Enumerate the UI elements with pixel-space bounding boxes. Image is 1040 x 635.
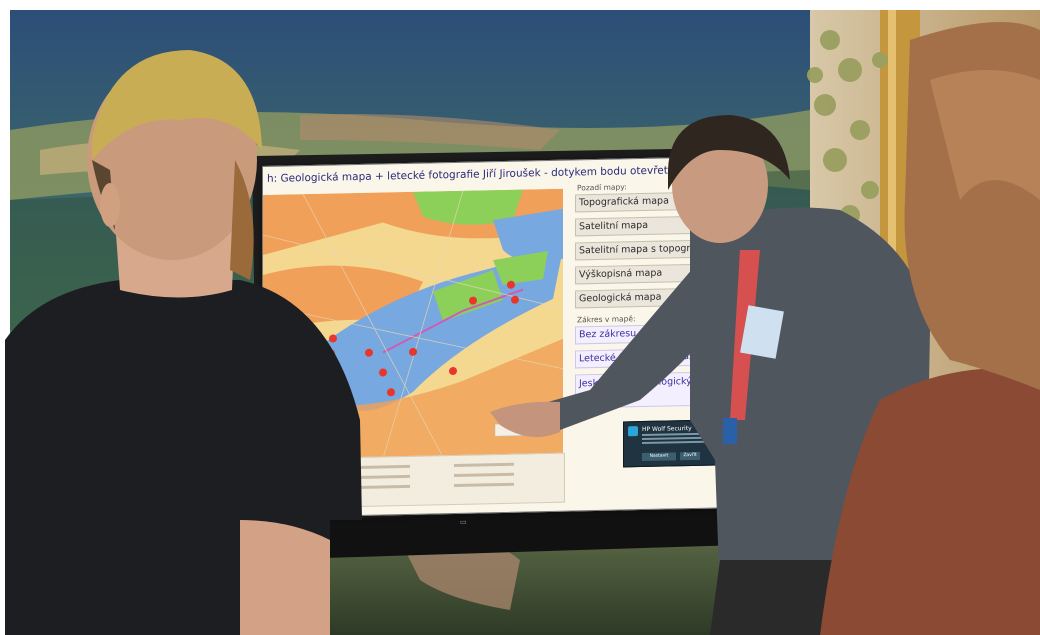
map-point[interactable]: [409, 347, 417, 356]
notification-close-button[interactable]: Zavřít: [680, 451, 700, 461]
satellite-map-button[interactable]: Satelitní mapa: [575, 215, 706, 237]
map-point[interactable]: [449, 366, 457, 375]
map-legend: [343, 452, 565, 508]
map-point[interactable]: [365, 348, 373, 357]
topographic-map-button[interactable]: Topografická mapa: [575, 191, 706, 213]
map-point[interactable]: [387, 388, 395, 397]
map-point[interactable]: [379, 368, 387, 377]
geological-map[interactable]: [263, 188, 563, 461]
map-layer-panel: Pozadí mapy: Topografická mapa Satelitní…: [575, 180, 715, 415]
map-point[interactable]: [507, 280, 515, 289]
room-wall: [810, 10, 1040, 635]
monitor-brand-logo: ▭: [460, 517, 467, 527]
map-scale-bar: [494, 422, 542, 437]
no-overlay-button[interactable]: Bez zákresu: [575, 323, 706, 345]
notification-settings-button[interactable]: Nastavit: [642, 452, 676, 462]
caves-archaeology-button[interactable]: Jeskyně s archeologickými nálezy: [575, 371, 706, 409]
wolf-security-icon: [628, 426, 638, 437]
notification-title: HP Wolf Security: [642, 425, 692, 434]
gilded-pillar: [880, 10, 920, 390]
route-line: [382, 288, 524, 354]
aerial-photos-button[interactable]: Letecké fotografie Jiroušek: [575, 347, 706, 369]
touch-screen: h: Geologická mapa + letecké fotografie …: [262, 156, 724, 518]
elevation-map-button[interactable]: Výškopisná mapa: [575, 263, 706, 285]
notification-text: [642, 432, 712, 448]
geological-map-button[interactable]: Geologická mapa: [575, 287, 706, 309]
map-point[interactable]: [469, 296, 477, 305]
satellite-topo-map-button[interactable]: Satelitní mapa s topografií: [575, 239, 706, 261]
security-notification[interactable]: HP Wolf Security Nastavit Zavřít: [623, 419, 717, 468]
